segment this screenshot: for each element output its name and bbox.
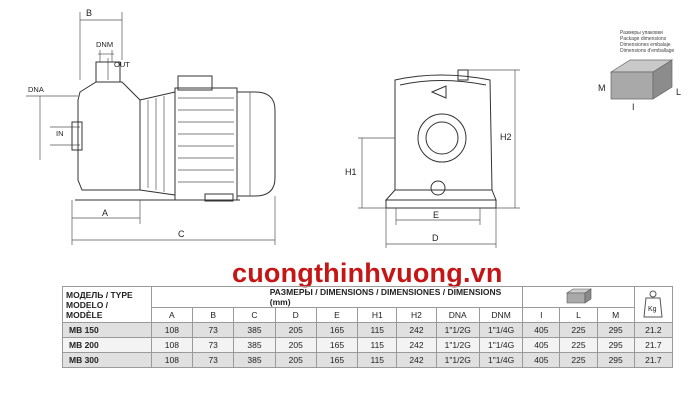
package-icon-cell	[522, 286, 635, 308]
cell-l: 225	[559, 337, 598, 353]
weight-icon-cell: Kg	[633, 286, 674, 323]
label-h2: H2	[500, 132, 512, 142]
package-caption-2: Package dimensions	[620, 36, 667, 42]
model-header-cell: МОДЕЛЬ / TYPE МODELO / MODÈLE	[62, 286, 152, 323]
label-dnm: DNM	[96, 40, 113, 49]
cell-d: 205	[274, 322, 317, 338]
table-row: MB 150 108 73 385 205 165 115 242 1"1/2G…	[62, 322, 674, 338]
cell-l: 225	[559, 352, 598, 368]
cell-a: 108	[150, 352, 194, 368]
watermark-text: cuongthinhvuong.vn	[232, 258, 503, 288]
col-header-e: E	[315, 307, 359, 323]
weight-unit-label: Kg	[648, 306, 657, 313]
cell-weight: 21.2	[633, 322, 674, 338]
cell-dna: 1"1/2G	[435, 337, 480, 353]
cell-c: 385	[233, 352, 276, 368]
table-row: MB 200 108 73 385 205 165 115 242 1"1/2G…	[62, 337, 674, 353]
col-header-dna: DNA	[435, 307, 480, 323]
label-a: A	[102, 208, 108, 218]
cell-c: 385	[233, 322, 276, 338]
col-header-h2: H2	[396, 307, 437, 323]
col-header-m: M	[596, 307, 635, 323]
pump-dimension-drawing: B DNM OUT DNA IN	[26, 8, 681, 248]
package-diagram: Размеры упаковки Package dimensions Dime…	[598, 30, 681, 112]
cell-a: 108	[150, 337, 194, 353]
table-row: MB 300 108 73 385 205 165 115 242 1"1/2G…	[62, 352, 674, 368]
col-header-b: B	[192, 307, 235, 323]
model-header-line-2: МODELO /	[66, 299, 109, 310]
cell-h1: 115	[357, 337, 398, 353]
cell-i: 405	[522, 322, 561, 338]
model-header-line-1: МОДЕЛЬ / TYPE	[66, 289, 133, 300]
cell-e: 165	[315, 352, 359, 368]
label-d: D	[432, 233, 439, 243]
cell-h2: 242	[396, 337, 437, 353]
cell-d: 205	[274, 352, 317, 368]
package-label-l: L	[676, 87, 681, 97]
cell-dnm: 1"1/4G	[478, 352, 524, 368]
label-dna: DNA	[28, 85, 44, 94]
cell-c: 385	[233, 337, 276, 353]
cell-dnm: 1"1/4G	[478, 322, 524, 338]
model-cell: MB 200	[62, 337, 152, 353]
cell-e: 165	[315, 322, 359, 338]
cell-m: 295	[596, 337, 635, 353]
cell-m: 295	[596, 322, 635, 338]
col-header-i: I	[522, 307, 561, 323]
cell-d: 205	[274, 337, 317, 353]
cell-b: 73	[192, 322, 235, 338]
model-cell: MB 300	[62, 352, 152, 368]
package-label-m: M	[598, 83, 606, 93]
cell-h2: 242	[396, 352, 437, 368]
label-in: IN	[56, 129, 64, 138]
column-header-row: A B C D E H1 H2 DNA DNM I L M	[63, 307, 673, 323]
col-header-c: C	[233, 307, 276, 323]
cell-i: 405	[522, 337, 561, 353]
package-box-icon	[565, 288, 592, 304]
table-header-row: МОДЕЛЬ / TYPE МODELO / MODÈLE РАЗМЕРЫ / …	[62, 286, 674, 323]
cell-weight: 21.7	[633, 352, 674, 368]
cell-a: 108	[150, 322, 194, 338]
weight-icon: Kg	[643, 290, 663, 317]
cell-i: 405	[522, 352, 561, 368]
cell-dnm: 1"1/4G	[478, 337, 524, 353]
col-header-d: D	[274, 307, 317, 323]
package-caption-4: Dimensions d'emballage	[620, 48, 675, 54]
cell-dna: 1"1/2G	[435, 352, 480, 368]
col-header-h1: H1	[357, 307, 398, 323]
dimensions-table: МОДЕЛЬ / TYPE МODELO / MODÈLE РАЗМЕРЫ / …	[62, 286, 674, 368]
label-e: E	[433, 210, 439, 220]
cell-b: 73	[192, 352, 235, 368]
label-h1: H1	[345, 167, 357, 177]
label-c: C	[178, 229, 185, 239]
cell-dna: 1"1/2G	[435, 322, 480, 338]
label-out: OUT	[114, 60, 130, 69]
col-header-l: L	[559, 307, 598, 323]
side-view: B DNM OUT DNA IN	[26, 8, 276, 245]
model-cell: MB 150	[62, 322, 152, 338]
cell-m: 295	[596, 352, 635, 368]
cell-h2: 242	[396, 322, 437, 338]
cell-h1: 115	[357, 352, 398, 368]
cell-b: 73	[192, 337, 235, 353]
col-header-dnm: DNM	[478, 307, 524, 323]
cell-l: 225	[559, 322, 598, 338]
front-view: H1 H2 E D	[345, 69, 520, 248]
cell-weight: 21.7	[633, 337, 674, 353]
dimensions-header: РАЗМЕРЫ / DIMENSIONS / DIMENSIONES / DIM…	[150, 286, 524, 308]
package-caption-3: Dimensiones embalaje	[620, 42, 671, 48]
cell-h1: 115	[357, 322, 398, 338]
col-header-a: A	[150, 307, 194, 323]
model-header-line-3: MODÈLE	[66, 309, 103, 320]
cell-e: 165	[315, 337, 359, 353]
package-label-i: I	[632, 102, 635, 112]
package-caption-1: Размеры упаковки	[620, 30, 663, 36]
label-b: B	[86, 8, 92, 18]
